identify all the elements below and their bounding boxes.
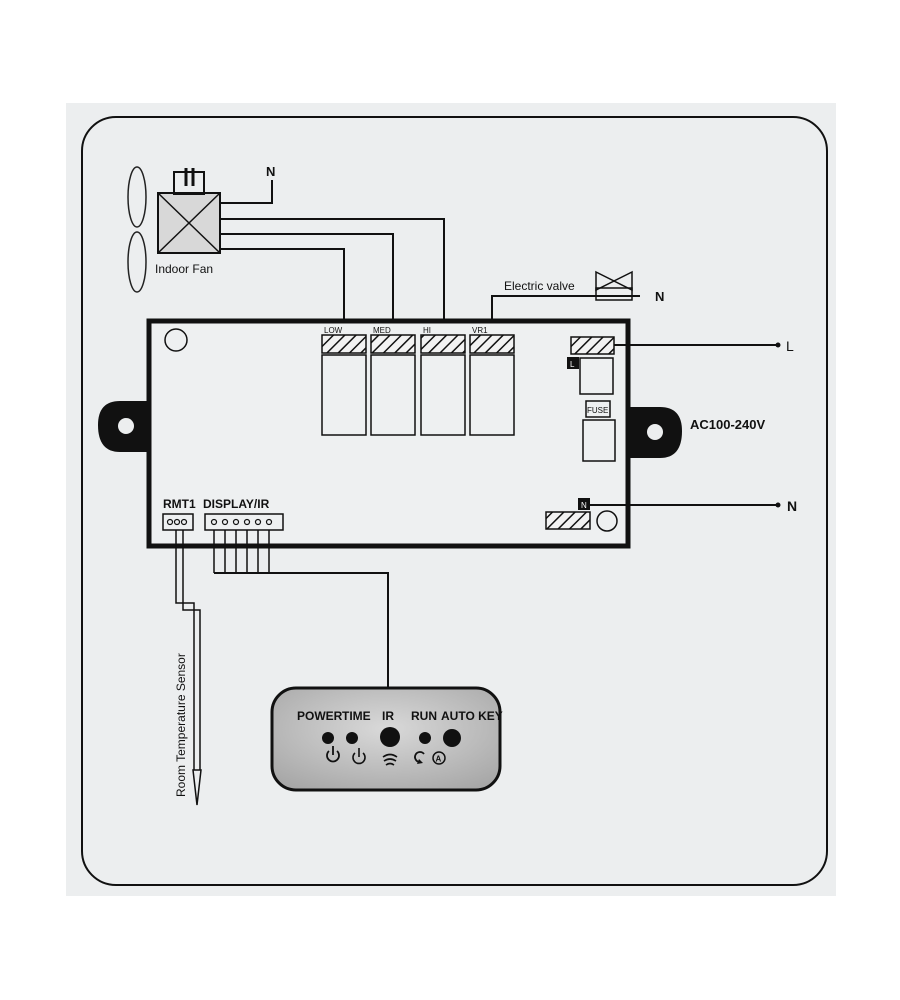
valve-neutral-label: N — [655, 289, 664, 304]
relay-low: LOW — [321, 326, 367, 436]
board-mount-hole — [164, 328, 188, 352]
line-label: L — [786, 338, 794, 354]
mounting-tab-right — [628, 407, 682, 458]
ir-signal-icon — [382, 753, 398, 766]
fuse-box — [585, 400, 611, 418]
relay-vr1: VR1 — [469, 326, 515, 436]
power-block — [579, 357, 614, 395]
run-label: RUN — [411, 709, 437, 723]
rmt1-label: RMT1 — [163, 497, 196, 511]
indoor-fan-icon — [127, 166, 221, 293]
neutral-terminal — [545, 511, 591, 530]
display-pin — [265, 518, 273, 526]
auto-key-button[interactable] — [443, 729, 461, 747]
rmt1-pin — [180, 518, 188, 526]
auto-icon: A — [432, 751, 446, 765]
mounting-tab-left — [98, 401, 152, 452]
relay-label-vr1: VR1 — [472, 326, 488, 335]
ir-label: IR — [382, 709, 394, 723]
indoor-fan-label: Indoor Fan — [155, 262, 213, 276]
svg-text:A: A — [436, 755, 442, 764]
neutral-tag-label: N — [581, 501, 587, 510]
neutral-label: N — [787, 498, 797, 514]
control-board — [146, 318, 631, 549]
electric-valve-icon — [595, 270, 633, 301]
timer-icon — [352, 748, 366, 765]
display-pin — [254, 518, 262, 526]
relay-group: LOW MED HI VR1 — [321, 326, 515, 436]
display-pins — [210, 518, 273, 526]
power-icon — [326, 746, 340, 763]
relay-med: MED — [370, 326, 416, 436]
rmt1-pin — [173, 518, 181, 526]
relay-hi: HI — [420, 326, 466, 436]
board-mount-hole-2 — [596, 510, 618, 532]
auto-key-label: AUTO KEY — [441, 709, 503, 723]
display-connector — [204, 513, 284, 531]
relay-label-hi: HI — [423, 326, 431, 335]
fan-neutral-label: N — [266, 164, 275, 179]
display-pin — [243, 518, 251, 526]
rmt1-pin — [166, 518, 174, 526]
rmt1-connector — [162, 513, 194, 531]
voltage-label: AC100-240V — [690, 417, 765, 432]
power-label: POWER — [297, 709, 343, 723]
relay-label-med: MED — [373, 326, 391, 335]
display-ir-label: DISPLAY/IR — [203, 497, 270, 511]
fuse-holder — [582, 419, 616, 462]
line-tag-label: L — [570, 360, 575, 369]
display-pin — [210, 518, 218, 526]
display-harness — [213, 530, 270, 573]
page-frame — [81, 116, 828, 886]
valve-label: Electric valve — [504, 279, 575, 293]
fan-capacitor-icon — [173, 168, 205, 195]
temperature-probe — [192, 769, 202, 806]
time-label: TIME — [342, 709, 371, 723]
timer-led — [346, 732, 358, 744]
run-led — [419, 732, 431, 744]
power-led — [322, 732, 334, 744]
run-icon — [414, 751, 425, 764]
ir-receiver — [380, 727, 400, 747]
neutral-tag — [578, 498, 590, 510]
relay-label-low: LOW — [324, 326, 343, 335]
display-pin — [232, 518, 240, 526]
fuse-label: FUSE — [587, 406, 608, 415]
sensor-label: Room Temperature Sensor — [174, 653, 188, 797]
rmt1-pins — [166, 518, 188, 526]
display-pin — [221, 518, 229, 526]
line-tag — [567, 357, 579, 369]
line-terminal — [570, 336, 615, 355]
